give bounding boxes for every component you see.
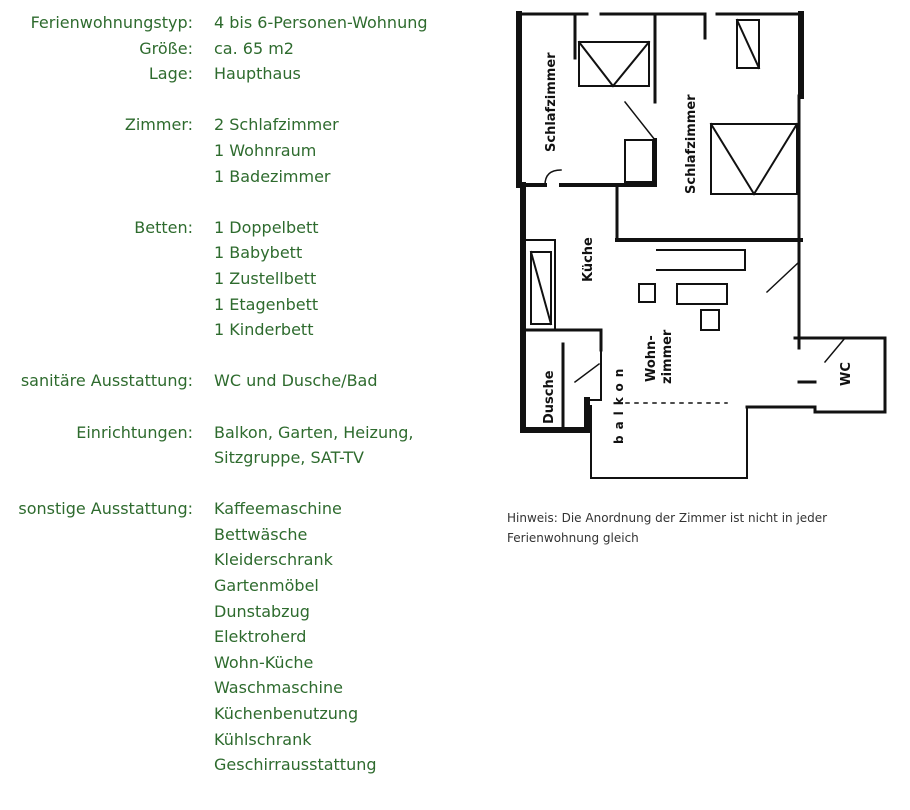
spec-label: sonstige Ausstattung: (18, 499, 193, 519)
spec-value: 1 Zustellbett (214, 268, 317, 288)
room-label-schlafzimmer-right: Schlafzimmer (684, 94, 699, 194)
floor-plan: Schlafzimmer Schlafzimmer Küche Wohn- zi… (516, 11, 887, 479)
room-label-wc: WC (839, 362, 854, 386)
spec-value: Sitzgruppe, SAT-TV (214, 448, 364, 468)
spec-list: Ferienwohnungstyp: 4 bis 6-Personen-Wohn… (0, 10, 470, 778)
spec-value: 1 Etagenbett (214, 294, 319, 314)
spec-value: Dunstabzug (214, 601, 310, 621)
spec-label: Betten: (134, 217, 193, 237)
room-label-kueche: Küche (581, 237, 596, 282)
spec-label: sanitäre Ausstattung: (20, 371, 193, 391)
spec-values: Kaffeemaschine Bettwäsche Kleiderschrank… (214, 496, 377, 778)
spec-value: ca. 65 m2 (214, 38, 294, 58)
spec-value: WC und Dusche/Bad (214, 371, 378, 391)
spec-value: Bettwäsche (214, 524, 308, 544)
spec-row-equipment: sonstige Ausstattung: Kaffeemaschine Bet… (0, 496, 470, 778)
spec-row-size: Größe: ca. 65 m2 (0, 36, 470, 62)
spec-row-facilities: Einrichtungen: Balkon, Garten, Heizung, … (0, 420, 470, 471)
spec-values: Haupthaus (214, 61, 301, 87)
spec-values: 2 Schlafzimmer 1 Wohnraum 1 Badezimmer (214, 112, 339, 189)
room-label-balkon: balkon (612, 363, 626, 444)
spec-value: 2 Schlafzimmer (214, 115, 339, 135)
floorplan-note: Hinweis: Die Anordnung der Zimmer ist ni… (507, 511, 828, 545)
spec-row-sanitary: sanitäre Ausstattung: WC und Dusche/Bad (0, 368, 470, 394)
spec-label: Einrichtungen: (76, 422, 193, 442)
spec-values: WC und Dusche/Bad (214, 368, 378, 394)
spec-value: Küchenbenutzung (214, 704, 359, 724)
spec-values: 1 Doppelbett 1 Babybett 1 Zustellbett 1 … (214, 215, 319, 343)
spec-values: ca. 65 m2 (214, 36, 294, 62)
spec-value: 4 bis 6-Personen-Wohnung (214, 13, 428, 32)
spec-row-rooms: Zimmer: 2 Schlafzimmer 1 Wohnraum 1 Bade… (0, 112, 470, 189)
spec-values: Balkon, Garten, Heizung, Sitzgruppe, SAT… (214, 420, 413, 471)
spec-value: 1 Badezimmer (214, 166, 331, 186)
room-label-dusche: Dusche (542, 370, 557, 424)
spec-value: Kühlschrank (214, 729, 312, 749)
spec-value: Wohn-Küche (214, 652, 314, 672)
spec-row-type: Ferienwohnungstyp: 4 bis 6-Personen-Wohn… (0, 10, 470, 36)
spec-value: Kaffeemaschine (214, 499, 342, 519)
spec-values: 4 bis 6-Personen-Wohnung (214, 10, 428, 36)
spec-value: Balkon, Garten, Heizung, (214, 422, 414, 442)
spec-value: Waschmaschine (214, 678, 343, 698)
room-label-wohnzimmer-1: Wohn- (644, 335, 659, 382)
room-label-wohnzimmer-2: zimmer (660, 329, 675, 384)
spec-label: Lage: (148, 64, 193, 84)
spec-label: Größe: (139, 38, 193, 58)
spec-value: Elektroherd (214, 627, 307, 647)
spec-value: Gartenmöbel (214, 576, 319, 596)
spec-label: Zimmer: (124, 115, 193, 135)
spec-row-location: Lage: Haupthaus (0, 61, 470, 87)
room-label-schlafzimmer-left: Schlafzimmer (544, 52, 559, 152)
spec-value: 1 Doppelbett (214, 217, 319, 237)
spec-value: Geschirrausstattung (214, 755, 377, 775)
spec-value: Kleiderschrank (214, 550, 333, 570)
spec-value: Haupthaus (214, 64, 301, 84)
spec-value: 1 Babybett (214, 243, 303, 263)
spec-value: 1 Wohnraum (214, 140, 317, 160)
spec-label: Ferienwohnungstyp: (30, 13, 193, 32)
spec-value: 1 Kinderbett (214, 320, 314, 340)
spec-row-beds: Betten: 1 Doppelbett 1 Babybett 1 Zustel… (0, 215, 470, 343)
